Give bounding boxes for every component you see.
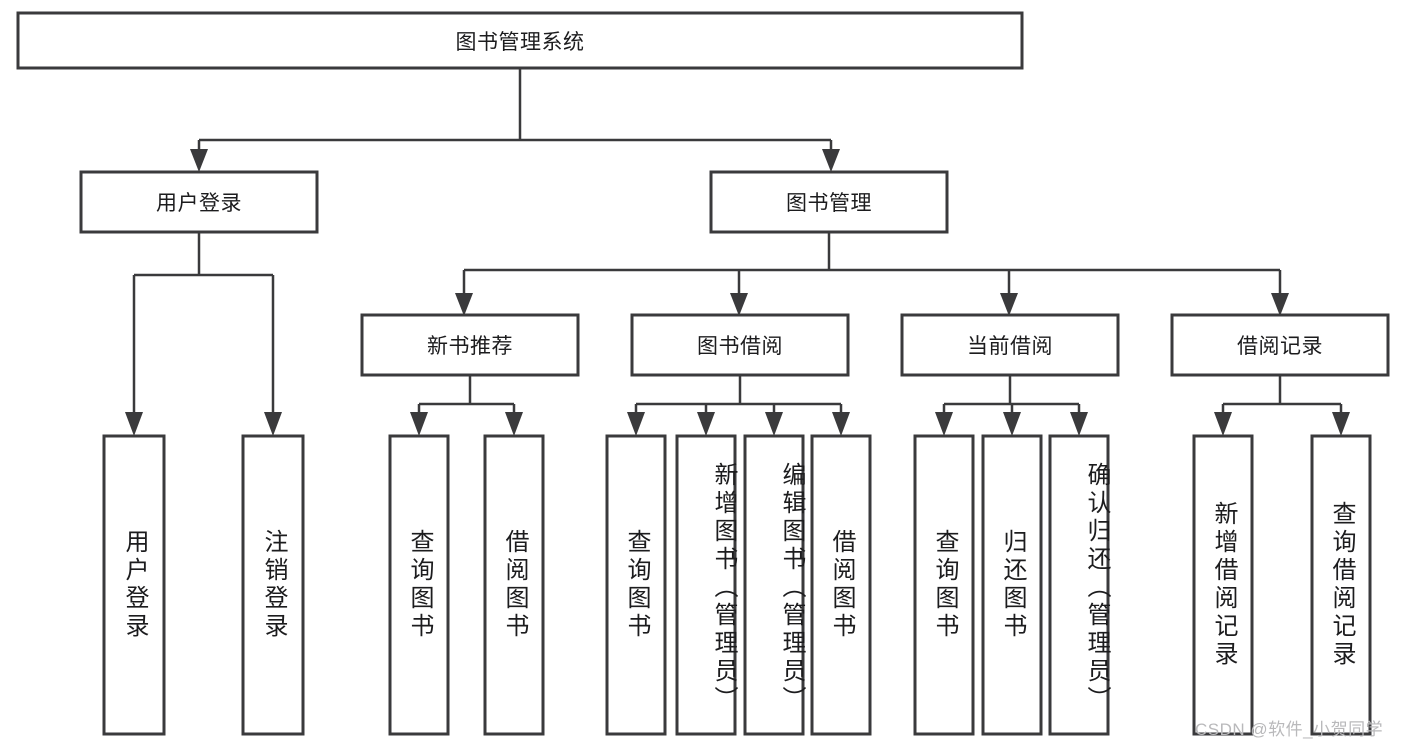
node-box-leaf-5[interactable] <box>605 434 667 736</box>
csdn-watermark: CSDN @软件_小贺同学 <box>1195 720 1384 739</box>
node-box-leaf-13[interactable] <box>1310 434 1372 736</box>
arrow-head-leaf-8 <box>832 412 850 436</box>
arrow-head-leaf-6 <box>697 412 715 436</box>
node-box-newbook[interactable] <box>360 313 580 377</box>
arrow-head-leaf-13 <box>1332 412 1350 436</box>
node-box-leaf-7[interactable] <box>743 434 805 736</box>
arrow-head-leaf-2 <box>264 412 282 436</box>
arrow-head-newbook <box>455 293 473 316</box>
node-box-root[interactable] <box>16 11 1024 70</box>
node-box-leaf-4[interactable] <box>483 434 545 736</box>
node-box-bookmgmt[interactable] <box>709 170 949 234</box>
arrow-head-leaf-4 <box>505 412 523 436</box>
node-box-current[interactable] <box>900 313 1120 377</box>
arrow-head-leaf-12 <box>1214 412 1232 436</box>
arrow-head-records <box>1271 293 1289 316</box>
arrow-head-leaf-10 <box>1003 412 1021 436</box>
arrow-head-bookmgmt <box>822 149 840 172</box>
node-box-leaf-9[interactable] <box>913 434 975 736</box>
arrow-head-leaf-5 <box>627 412 645 436</box>
node-box-leaf-1[interactable] <box>102 434 166 736</box>
node-box-leaf-10[interactable] <box>981 434 1043 736</box>
arrow-head-leaf-3 <box>410 412 428 436</box>
arrow-head-login <box>190 149 208 172</box>
node-box-leaf-2[interactable] <box>241 434 305 736</box>
node-box-leaf-3[interactable] <box>388 434 450 736</box>
node-box-records[interactable] <box>1170 313 1390 377</box>
arrow-head-leaf-7 <box>765 412 783 436</box>
nodes-layer <box>16 11 1390 736</box>
node-box-leaf-8[interactable] <box>810 434 872 736</box>
node-box-login[interactable] <box>79 170 319 234</box>
node-box-borrow[interactable] <box>630 313 850 377</box>
arrow-head-borrow <box>730 293 748 316</box>
connectors-layer <box>125 68 1350 436</box>
node-box-leaf-11[interactable] <box>1048 434 1110 736</box>
node-box-leaf-6[interactable] <box>675 434 737 736</box>
arrow-head-current <box>1000 293 1018 316</box>
node-box-leaf-12[interactable] <box>1192 434 1254 736</box>
arrow-head-leaf-9 <box>935 412 953 436</box>
arrow-head-leaf-11 <box>1070 412 1088 436</box>
arrow-head-leaf-1 <box>125 412 143 436</box>
